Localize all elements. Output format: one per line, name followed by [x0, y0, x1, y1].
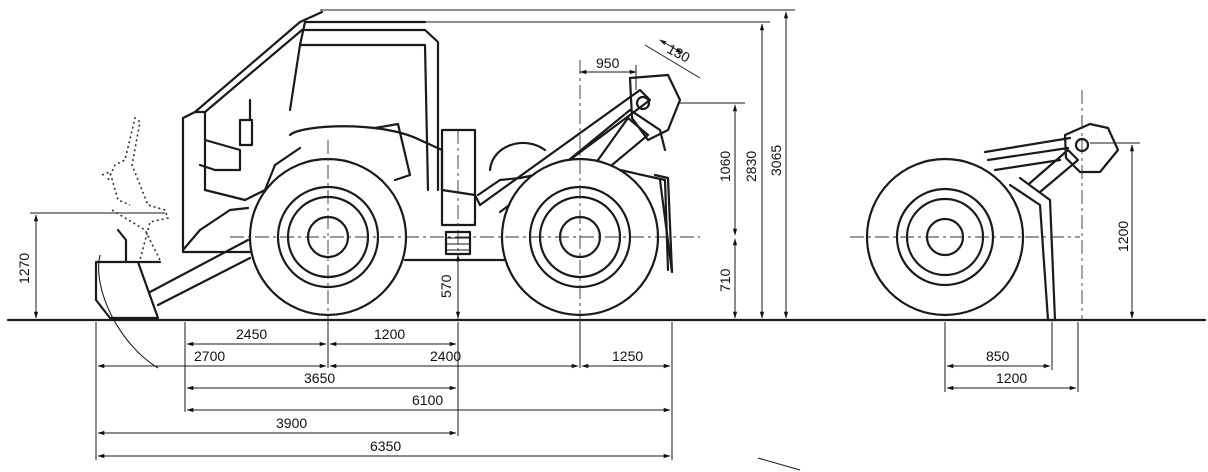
- dim-3900: 3900: [276, 415, 307, 431]
- dim-570: 570: [438, 274, 454, 298]
- dim-3065: 3065: [768, 145, 784, 176]
- dim-850: 850: [986, 348, 1010, 364]
- dim-710: 710: [717, 268, 733, 292]
- dim-950: 950: [596, 55, 620, 71]
- dim-1250: 1250: [612, 348, 643, 364]
- dim-3650: 3650: [304, 370, 335, 386]
- dimension-labels: 1270 570 710 1060 2830 3065 950 130 1200…: [16, 41, 1131, 454]
- dim-130: 130: [665, 41, 693, 66]
- skidder-rear-view: [850, 90, 1120, 322]
- cab-frame: [193, 10, 440, 192]
- dim-2450: 2450: [236, 326, 267, 342]
- grapple-arch: [478, 73, 682, 214]
- dim-6100: 6100: [412, 392, 443, 408]
- dim-2700: 2700: [194, 348, 225, 364]
- dim-2400: 2400: [430, 348, 461, 364]
- dim-6350: 6350: [370, 438, 401, 454]
- dim-1200-rear-width: 1200: [996, 370, 1027, 386]
- dim-1270: 1270: [16, 253, 32, 284]
- dim-1060: 1060: [717, 151, 733, 182]
- dim-1200-rear-height: 1200: [1115, 221, 1131, 252]
- dim-1200: 1200: [374, 326, 405, 342]
- blade-arm: [148, 238, 252, 307]
- dim-2830: 2830: [743, 151, 759, 182]
- dozer-blade-raised-dotted: [101, 116, 170, 261]
- dozer-blade: [94, 228, 162, 369]
- dimension-lines: [30, 9, 1140, 471]
- skidder-side-view: [94, 10, 700, 369]
